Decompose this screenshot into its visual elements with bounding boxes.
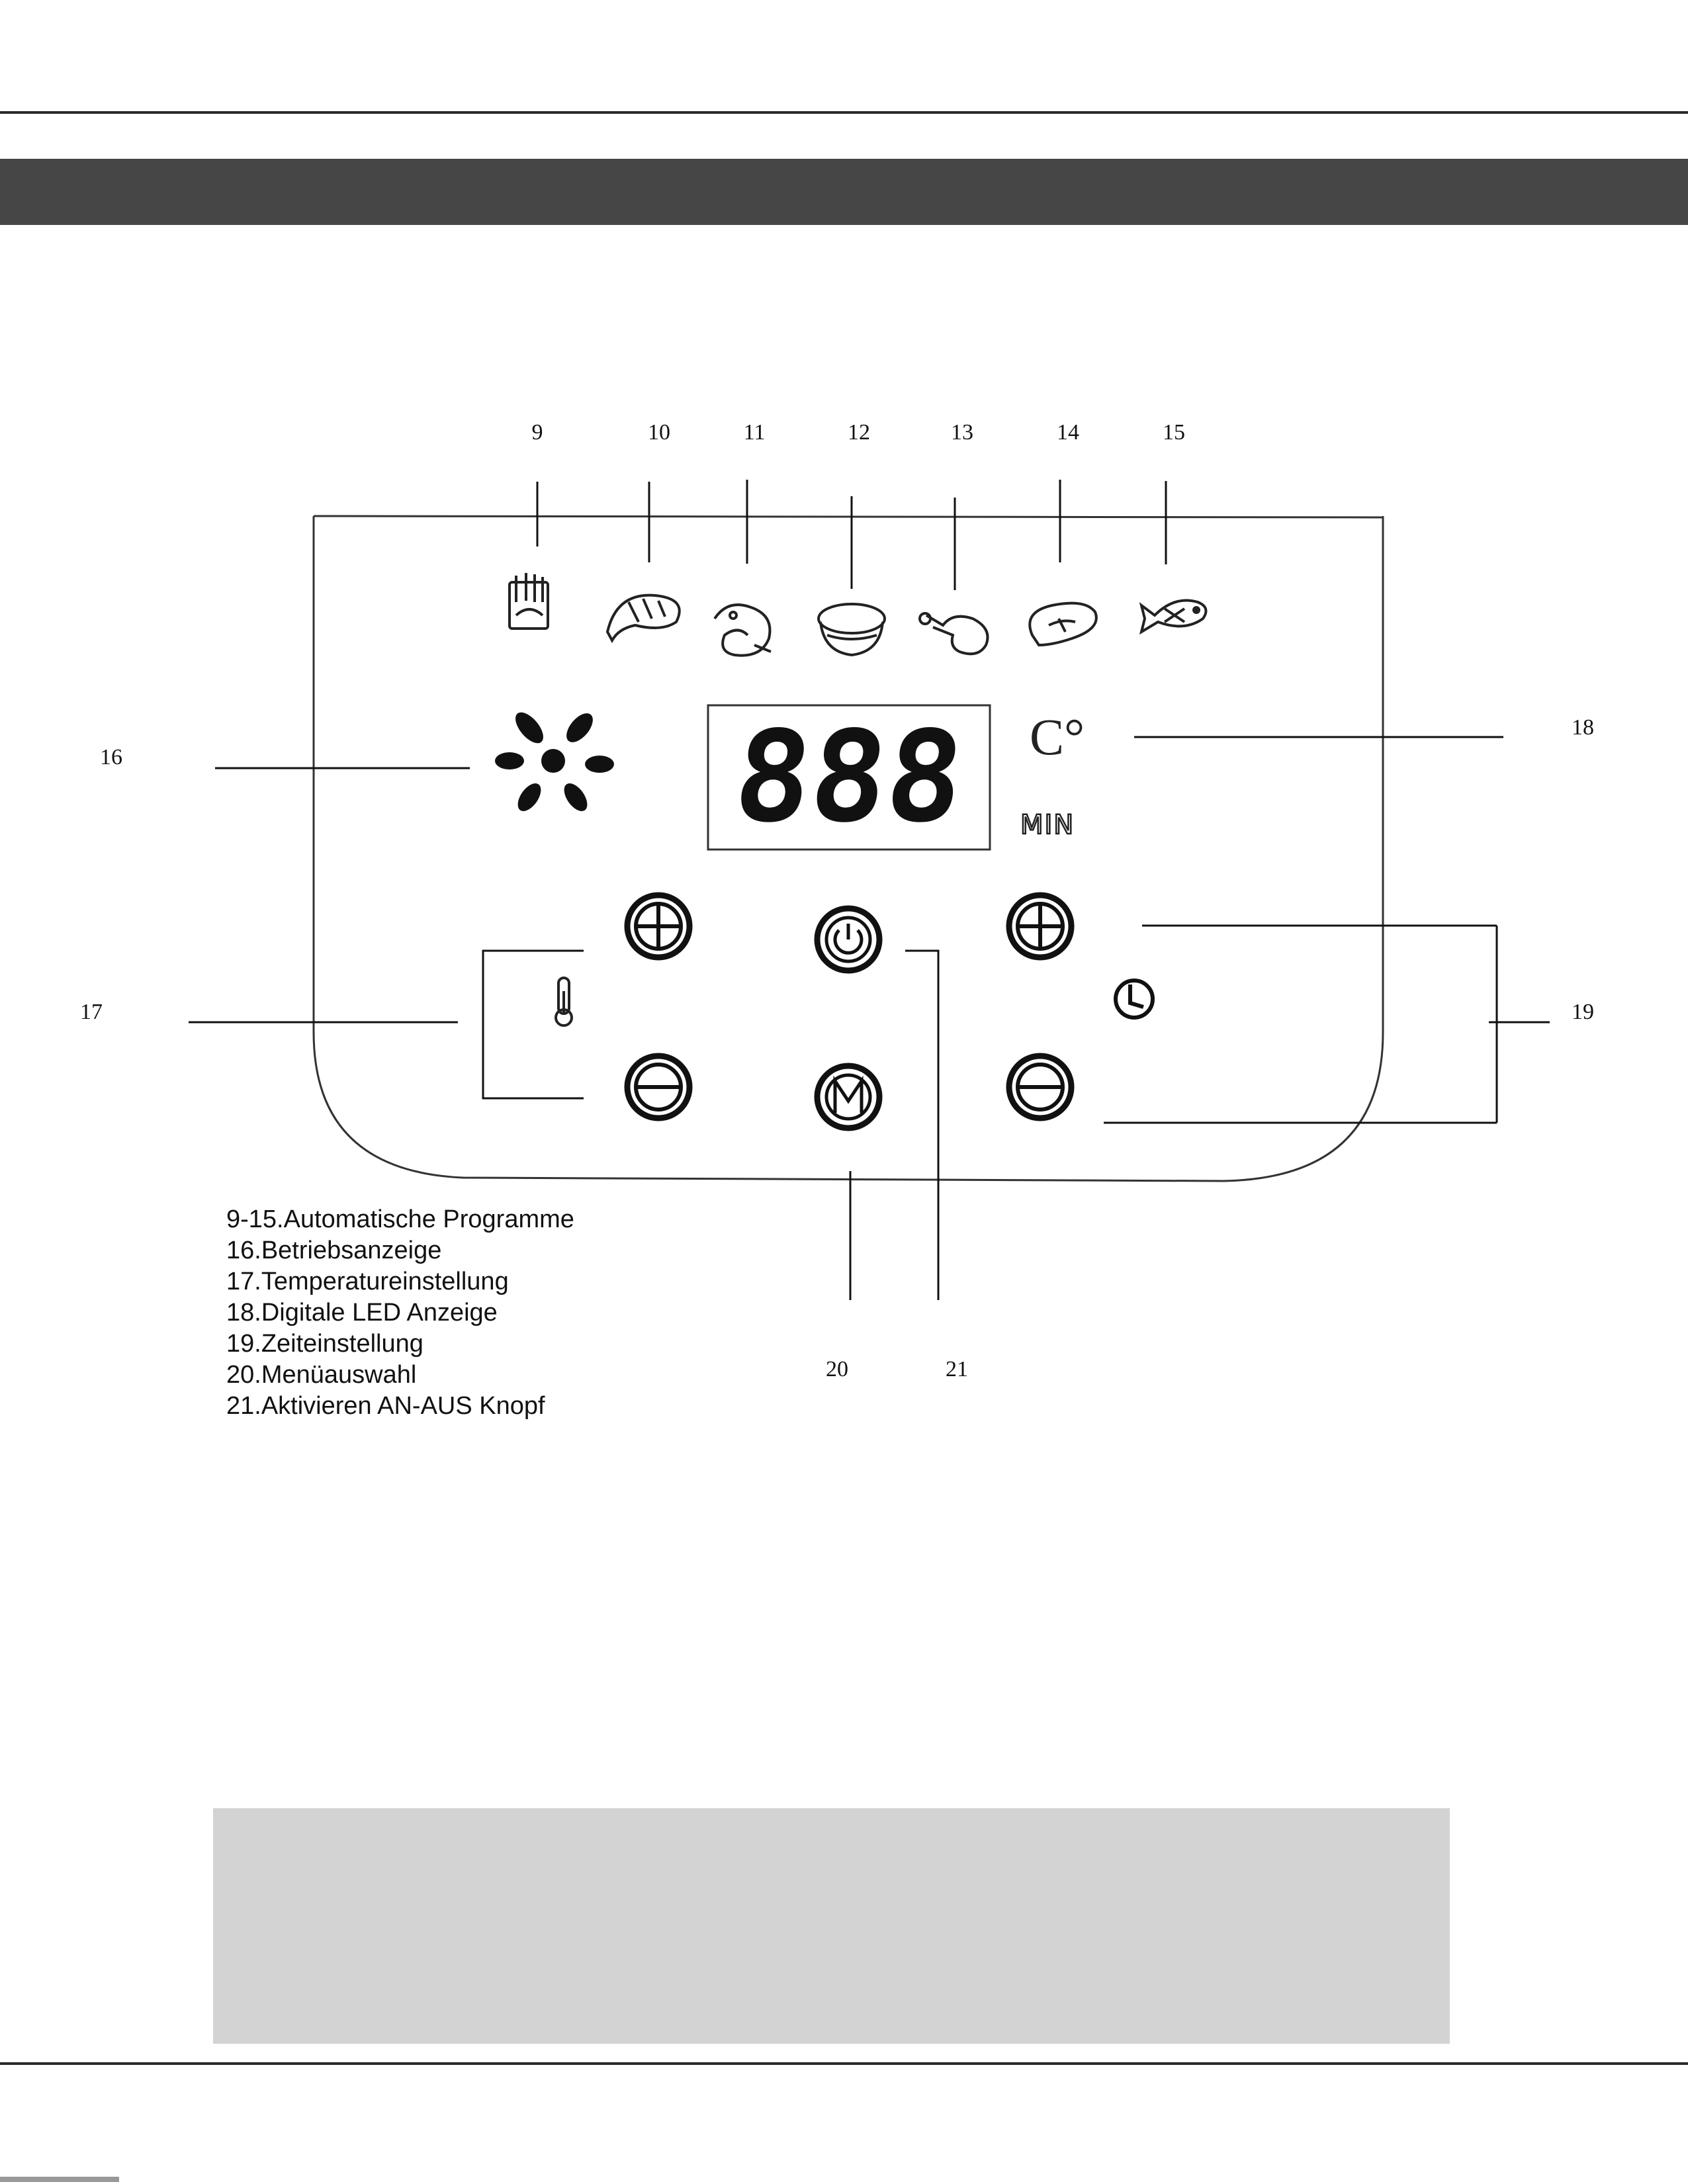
min-label: MIN <box>1020 810 1075 840</box>
celsius-label: C° <box>1030 708 1085 765</box>
bottom-rule <box>0 2062 1688 2065</box>
callout-16: 16 <box>100 745 122 769</box>
legend-item: 19.Zeiteinstellung <box>226 1329 574 1360</box>
legend-item: 17.Temperatureinstellung <box>226 1266 574 1297</box>
fan-icon <box>495 708 614 816</box>
callout-12: 12 <box>848 420 870 445</box>
power-button[interactable] <box>817 908 879 971</box>
menu-button[interactable] <box>817 1066 879 1128</box>
plus-icon <box>1018 904 1063 949</box>
legend-item: 20.Menüauswahl <box>226 1360 574 1391</box>
led-display-digits: 888 <box>728 703 970 850</box>
legend-item: 16.Betriebsanzeige <box>226 1235 574 1266</box>
callout-17: 17 <box>80 1000 103 1024</box>
time-plus-button[interactable] <box>1009 895 1071 957</box>
legend-list: 9-15.Automatische Programme 16.Betriebsa… <box>226 1204 574 1422</box>
top-leader-lines <box>537 480 1166 590</box>
plus-icon <box>636 904 681 949</box>
callout-20: 20 <box>826 1357 848 1381</box>
callout-9: 9 <box>532 420 543 445</box>
fish-icon <box>1141 601 1206 633</box>
callout-18: 18 <box>1572 715 1594 740</box>
time-minus-button[interactable] <box>1009 1056 1071 1118</box>
temp-plus-button[interactable] <box>627 895 689 957</box>
legend-item: 18.Digitale LED Anzeige <box>226 1297 574 1329</box>
fries-icon <box>510 573 548 629</box>
clock-icon <box>1116 981 1153 1018</box>
callout-10: 10 <box>648 420 670 445</box>
bread-icon <box>607 595 680 640</box>
callout-21: 21 <box>946 1357 968 1381</box>
thermometer-icon <box>556 978 572 1026</box>
callout-15: 15 <box>1163 420 1185 445</box>
callout-13: 13 <box>951 420 973 445</box>
steak-icon <box>1030 603 1096 645</box>
note-box <box>213 1808 1450 2044</box>
chicken-leg-icon <box>920 613 988 654</box>
temp-minus-button[interactable] <box>627 1056 689 1118</box>
callout-11: 11 <box>744 420 766 445</box>
legend-item: 21.Aktivieren AN-AUS Knopf <box>226 1391 574 1422</box>
shrimp-icon <box>715 605 771 656</box>
legend-item: 9-15.Automatische Programme <box>226 1204 574 1235</box>
callout-14: 14 <box>1057 420 1079 445</box>
callout-19: 19 <box>1572 1000 1594 1024</box>
cake-icon <box>819 604 885 655</box>
footer-mark <box>0 2177 119 2182</box>
